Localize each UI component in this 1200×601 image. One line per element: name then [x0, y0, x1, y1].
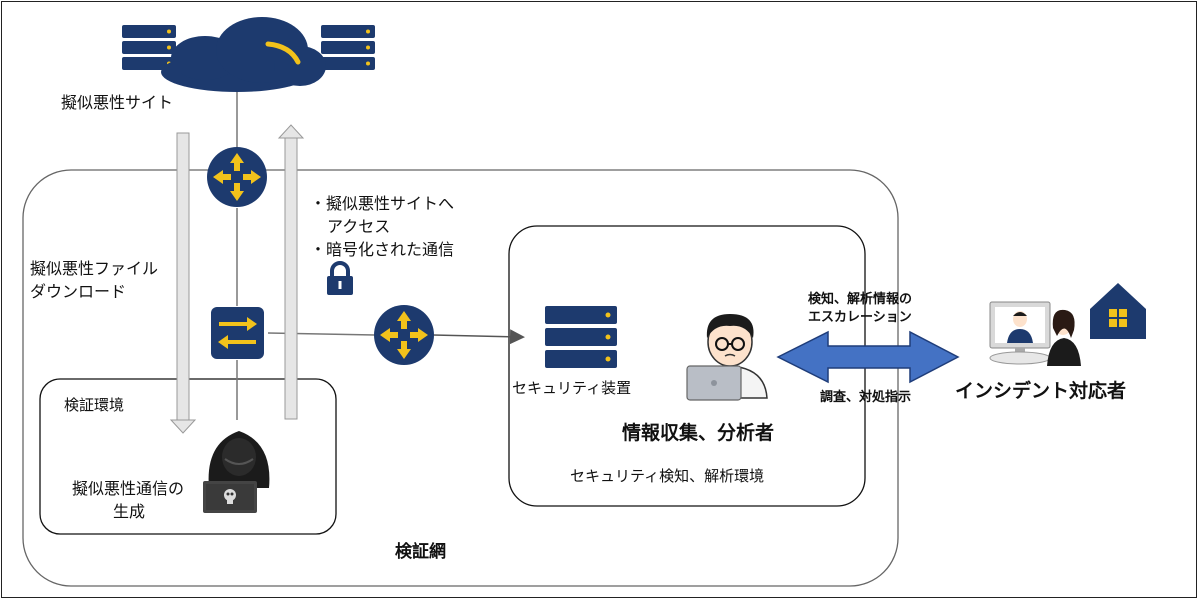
escalation-label-line2: エスカレーション [808, 310, 912, 325]
server-icon [545, 306, 617, 368]
download-arrow [169, 132, 197, 434]
analysis-env-label: セキュリティ検知、解析環境 [570, 467, 765, 485]
line-switch-router2 [267, 332, 376, 336]
router-icon [207, 147, 267, 207]
incident-responder-label: インシデント対応者 [955, 380, 1127, 402]
investigation-label: 調査、対処指示 [820, 390, 912, 405]
lock-icon [327, 261, 353, 295]
escalation-label-line1: 検知、解析情報の [808, 292, 913, 307]
analyst-label: 情報収集、分析者 [622, 422, 775, 444]
verification-network-box [22, 169, 899, 587]
verification-network-label: 検証網 [395, 542, 446, 562]
encrypted-label: ・暗号化された通信 [310, 240, 455, 259]
hacker-icon [203, 431, 270, 513]
line-router2-security-device [432, 329, 525, 345]
access-label-line1: ・擬似悪性サイトへ [310, 194, 455, 213]
verification-env-label: 検証環境 [64, 396, 125, 414]
responder-icon [989, 301, 1081, 366]
house-icon [1090, 283, 1146, 339]
traffic-gen-label-line1: 擬似悪性通信の [72, 479, 185, 498]
server-icon [122, 25, 176, 70]
server-icon [321, 25, 375, 70]
analyst-icon [686, 314, 768, 401]
download-label-line2: ダウンロード [30, 282, 127, 301]
security-device-label: セキュリティ装置 [512, 379, 632, 397]
download-label-line1: 擬似悪性ファイル [30, 259, 159, 278]
access-arrow [277, 124, 305, 420]
access-label-line2: アクセス [327, 217, 391, 236]
traffic-gen-label-line2: 生成 [113, 502, 146, 521]
escalation-double-arrow [776, 330, 960, 384]
cloud-icon [161, 17, 326, 92]
malicious-site-label: 擬似悪性サイト [61, 93, 174, 112]
switch-icon [211, 307, 264, 359]
router-icon [374, 305, 434, 365]
